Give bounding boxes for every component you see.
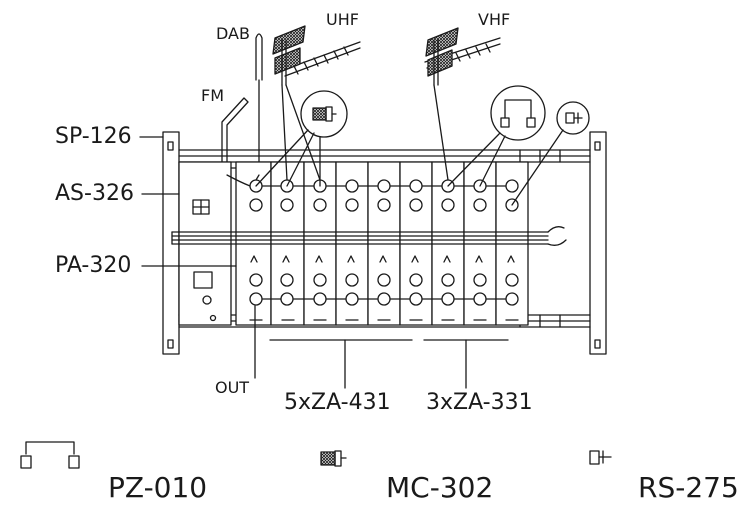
dab-label: DAB (216, 24, 250, 43)
fm-antenna (221, 97, 249, 176)
pz010-label: PZ-010 (108, 471, 208, 504)
pz010-callout (447, 85, 546, 187)
mc302-label: MC-302 (386, 471, 494, 504)
sp126-label: SP-126 (55, 124, 132, 149)
uhf-label: UHF (326, 10, 359, 29)
za431-label: 5xZA-431 (284, 390, 391, 415)
out-label: OUT (215, 378, 250, 397)
mc302-icon (320, 450, 347, 467)
leader-lines (139, 136, 509, 389)
fm-label: FM (201, 86, 225, 105)
antenna-cables (226, 84, 449, 187)
rs275-label: RS-275 (638, 471, 739, 504)
uhf-antenna (272, 25, 361, 86)
power-bus-cable (171, 226, 567, 246)
dab-antenna (255, 33, 263, 176)
pa320-label: PA-320 (55, 253, 132, 278)
as326-label: AS-326 (55, 181, 134, 206)
rs275-callout (511, 101, 590, 206)
vhf-antenna (424, 27, 501, 86)
vhf-label: VHF (478, 10, 511, 29)
za331-label: 3xZA-331 (426, 390, 533, 415)
pz010-icon (20, 441, 80, 469)
mc302-callout (255, 90, 348, 187)
rs275-icon (589, 450, 612, 465)
